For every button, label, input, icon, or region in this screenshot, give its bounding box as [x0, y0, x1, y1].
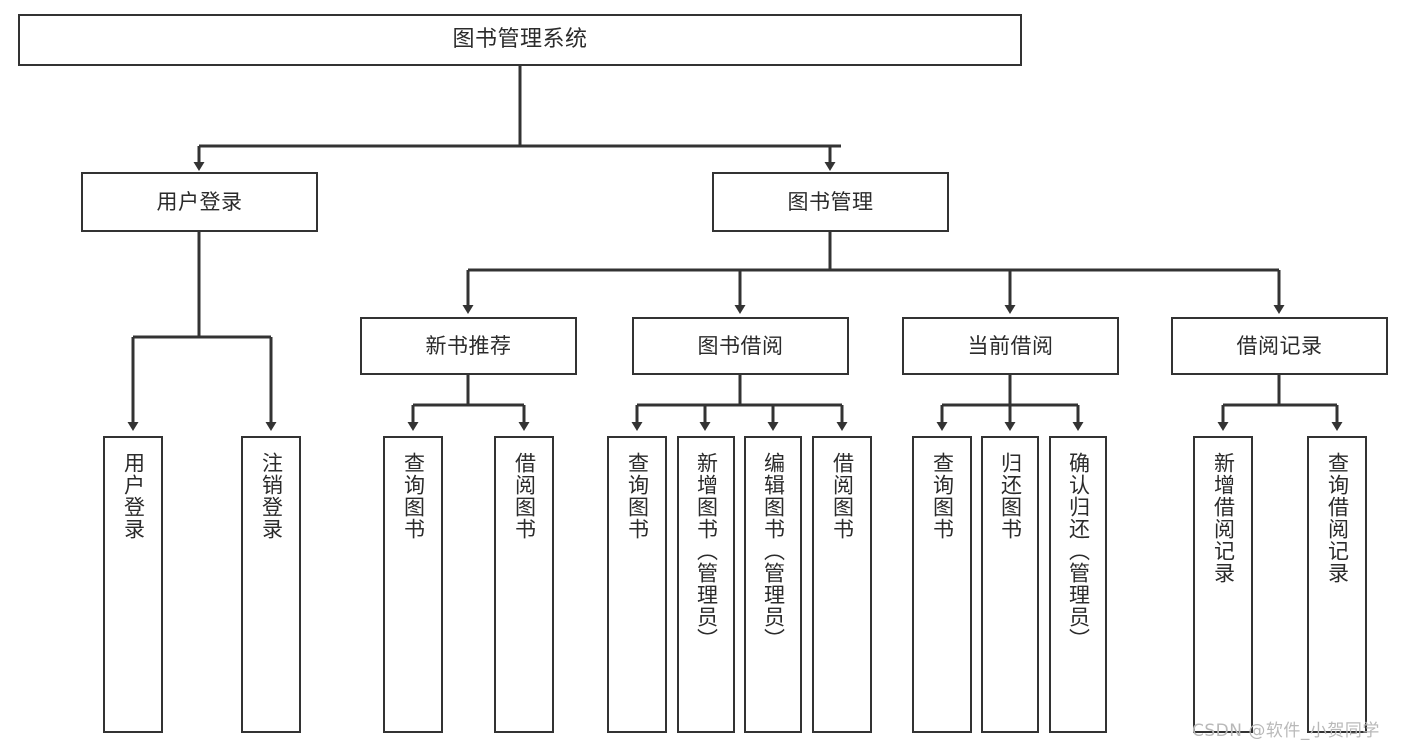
node-label: 注销登录 — [259, 452, 284, 540]
node-label: 查询图书 — [401, 452, 426, 540]
node-label: 确认归还（管理员） — [1066, 452, 1091, 650]
watermark-text: CSDN @软件_小贺同学 — [1192, 721, 1380, 741]
node-label: 当前借阅 — [967, 333, 1054, 358]
node-label: 新增图书（管理员） — [694, 452, 719, 650]
node-leaf-add-book[interactable]: 新增图书（管理员） — [677, 436, 735, 733]
node-leaf-add-record[interactable]: 新增借阅记录 — [1193, 436, 1253, 733]
node-leaf-borrow-book-2[interactable]: 借阅图书 — [812, 436, 872, 733]
node-label: 借阅图书 — [830, 452, 855, 540]
node-leaf-return-book[interactable]: 归还图书 — [981, 436, 1039, 733]
node-leaf-query-record[interactable]: 查询借阅记录 — [1307, 436, 1367, 733]
node-label: 用户登录 — [156, 189, 243, 214]
node-label: 新增借阅记录 — [1211, 452, 1236, 584]
node-leaf-borrow-book-1[interactable]: 借阅图书 — [494, 436, 554, 733]
node-book-manage[interactable]: 图书管理 — [712, 172, 949, 232]
node-label: 图书管理 — [787, 189, 874, 214]
node-label: 借阅图书 — [512, 452, 537, 540]
node-leaf-query-book-2[interactable]: 查询图书 — [607, 436, 667, 733]
node-label: 归还图书 — [998, 452, 1023, 540]
node-label: 编辑图书（管理员） — [761, 452, 786, 650]
node-user-login[interactable]: 用户登录 — [81, 172, 318, 232]
node-label: 查询借阅记录 — [1325, 452, 1350, 584]
node-new-book-rec[interactable]: 新书推荐 — [360, 317, 577, 375]
node-label: 用户登录 — [121, 452, 146, 540]
node-current-borrow[interactable]: 当前借阅 — [902, 317, 1119, 375]
node-leaf-user-logout[interactable]: 注销登录 — [241, 436, 301, 733]
node-label: 查询图书 — [930, 452, 955, 540]
node-label: 图书借阅 — [697, 333, 784, 358]
node-leaf-query-book-3[interactable]: 查询图书 — [912, 436, 972, 733]
node-label: 借阅记录 — [1236, 333, 1323, 358]
node-leaf-edit-book[interactable]: 编辑图书（管理员） — [744, 436, 802, 733]
node-book-borrow[interactable]: 图书借阅 — [632, 317, 849, 375]
node-label: 查询图书 — [625, 452, 650, 540]
node-root[interactable]: 图书管理系统 — [18, 14, 1022, 66]
node-leaf-confirm-return[interactable]: 确认归还（管理员） — [1049, 436, 1107, 733]
node-borrow-record[interactable]: 借阅记录 — [1171, 317, 1388, 375]
node-leaf-query-book-1[interactable]: 查询图书 — [383, 436, 443, 733]
node-label: 新书推荐 — [425, 333, 512, 358]
node-leaf-user-login[interactable]: 用户登录 — [103, 436, 163, 733]
node-label: 图书管理系统 — [452, 27, 588, 53]
